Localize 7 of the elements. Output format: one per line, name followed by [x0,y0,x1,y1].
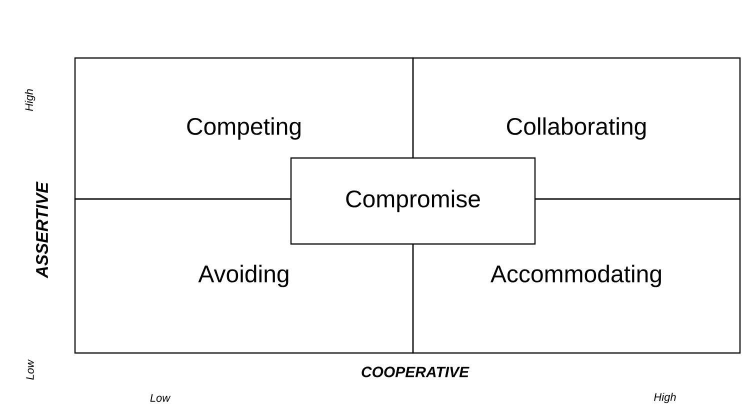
axis-label: High [654,392,676,404]
axis-title: COOPERATIVE [362,366,470,378]
axis-title: ASSERTIVE [36,182,48,278]
compromise-box: Compromise [290,157,536,245]
axis-label: High [24,89,36,111]
axis-label: Low [150,394,171,402]
axis-label: Low [26,359,34,380]
